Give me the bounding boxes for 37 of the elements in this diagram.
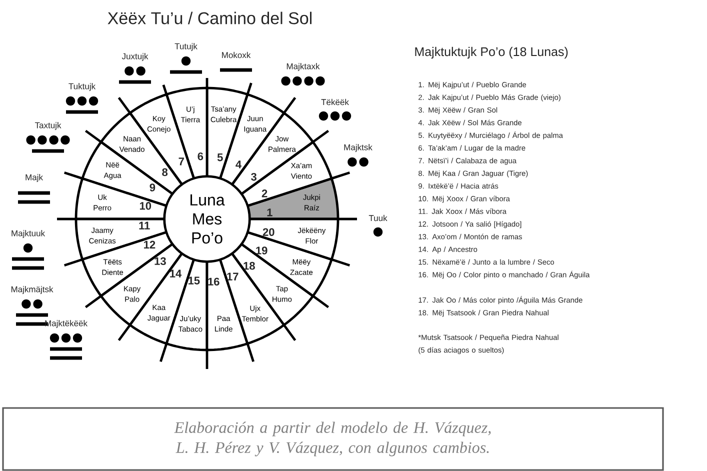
numeral-name: Majktuuk [12,230,46,238]
title: Xëëx Tu’u / Camino del Sol [108,12,312,24]
sector-number: 17 [227,272,238,280]
wheel-sector [246,218,340,261]
numeral-name: Majk [26,174,43,182]
numeral-name: Tuktujk [68,83,96,91]
list-heading: Majktuktujk Po’o (18 Lunas) [415,46,568,59]
sector-number: 14 [170,270,182,278]
sector-number: 12 [144,240,156,248]
numeral-name: Majkmäjtsk [11,286,54,294]
sector-number: 15 [188,276,200,284]
sector-number: 18 [244,262,255,270]
numeral-name: Majktsk [344,144,372,152]
sector-number: 8 [162,168,168,176]
numeral-name: Majktaxk [286,63,320,71]
sector-number: 1 [267,208,272,216]
numeral-name: Tuuk [368,214,388,222]
caption-box: Elaboración a partir del modelo de H. Vázquez, L. H. Pérez y V. Vázquez, con algunos cambios. [2,407,664,471]
sector-number: 10 [140,202,152,210]
sector-number: 7 [178,158,184,166]
sector-number: 20 [262,228,274,236]
sector-number: 6 [198,152,204,160]
sector-number: 9 [150,184,156,192]
sector-number: 19 [256,246,268,254]
numeral-name: Mokoxk [222,52,251,58]
numeral-name: Majktëkëëk [45,320,88,328]
numeral-name: Juxtujk [122,53,148,61]
sector-number: 13 [154,257,166,266]
sector-number: 2 [262,190,268,198]
numeral-name: Tëkëëk [321,98,349,106]
sector-number: 16 [208,278,220,286]
numeral-name: Taxtujk [34,122,62,130]
sector-number: 4 [236,160,242,168]
numeral-name: Tutujk [174,43,198,51]
sector-number: 3 [251,172,256,181]
sector-number: 5 [217,154,223,162]
sector-number: 11 [139,222,150,230]
